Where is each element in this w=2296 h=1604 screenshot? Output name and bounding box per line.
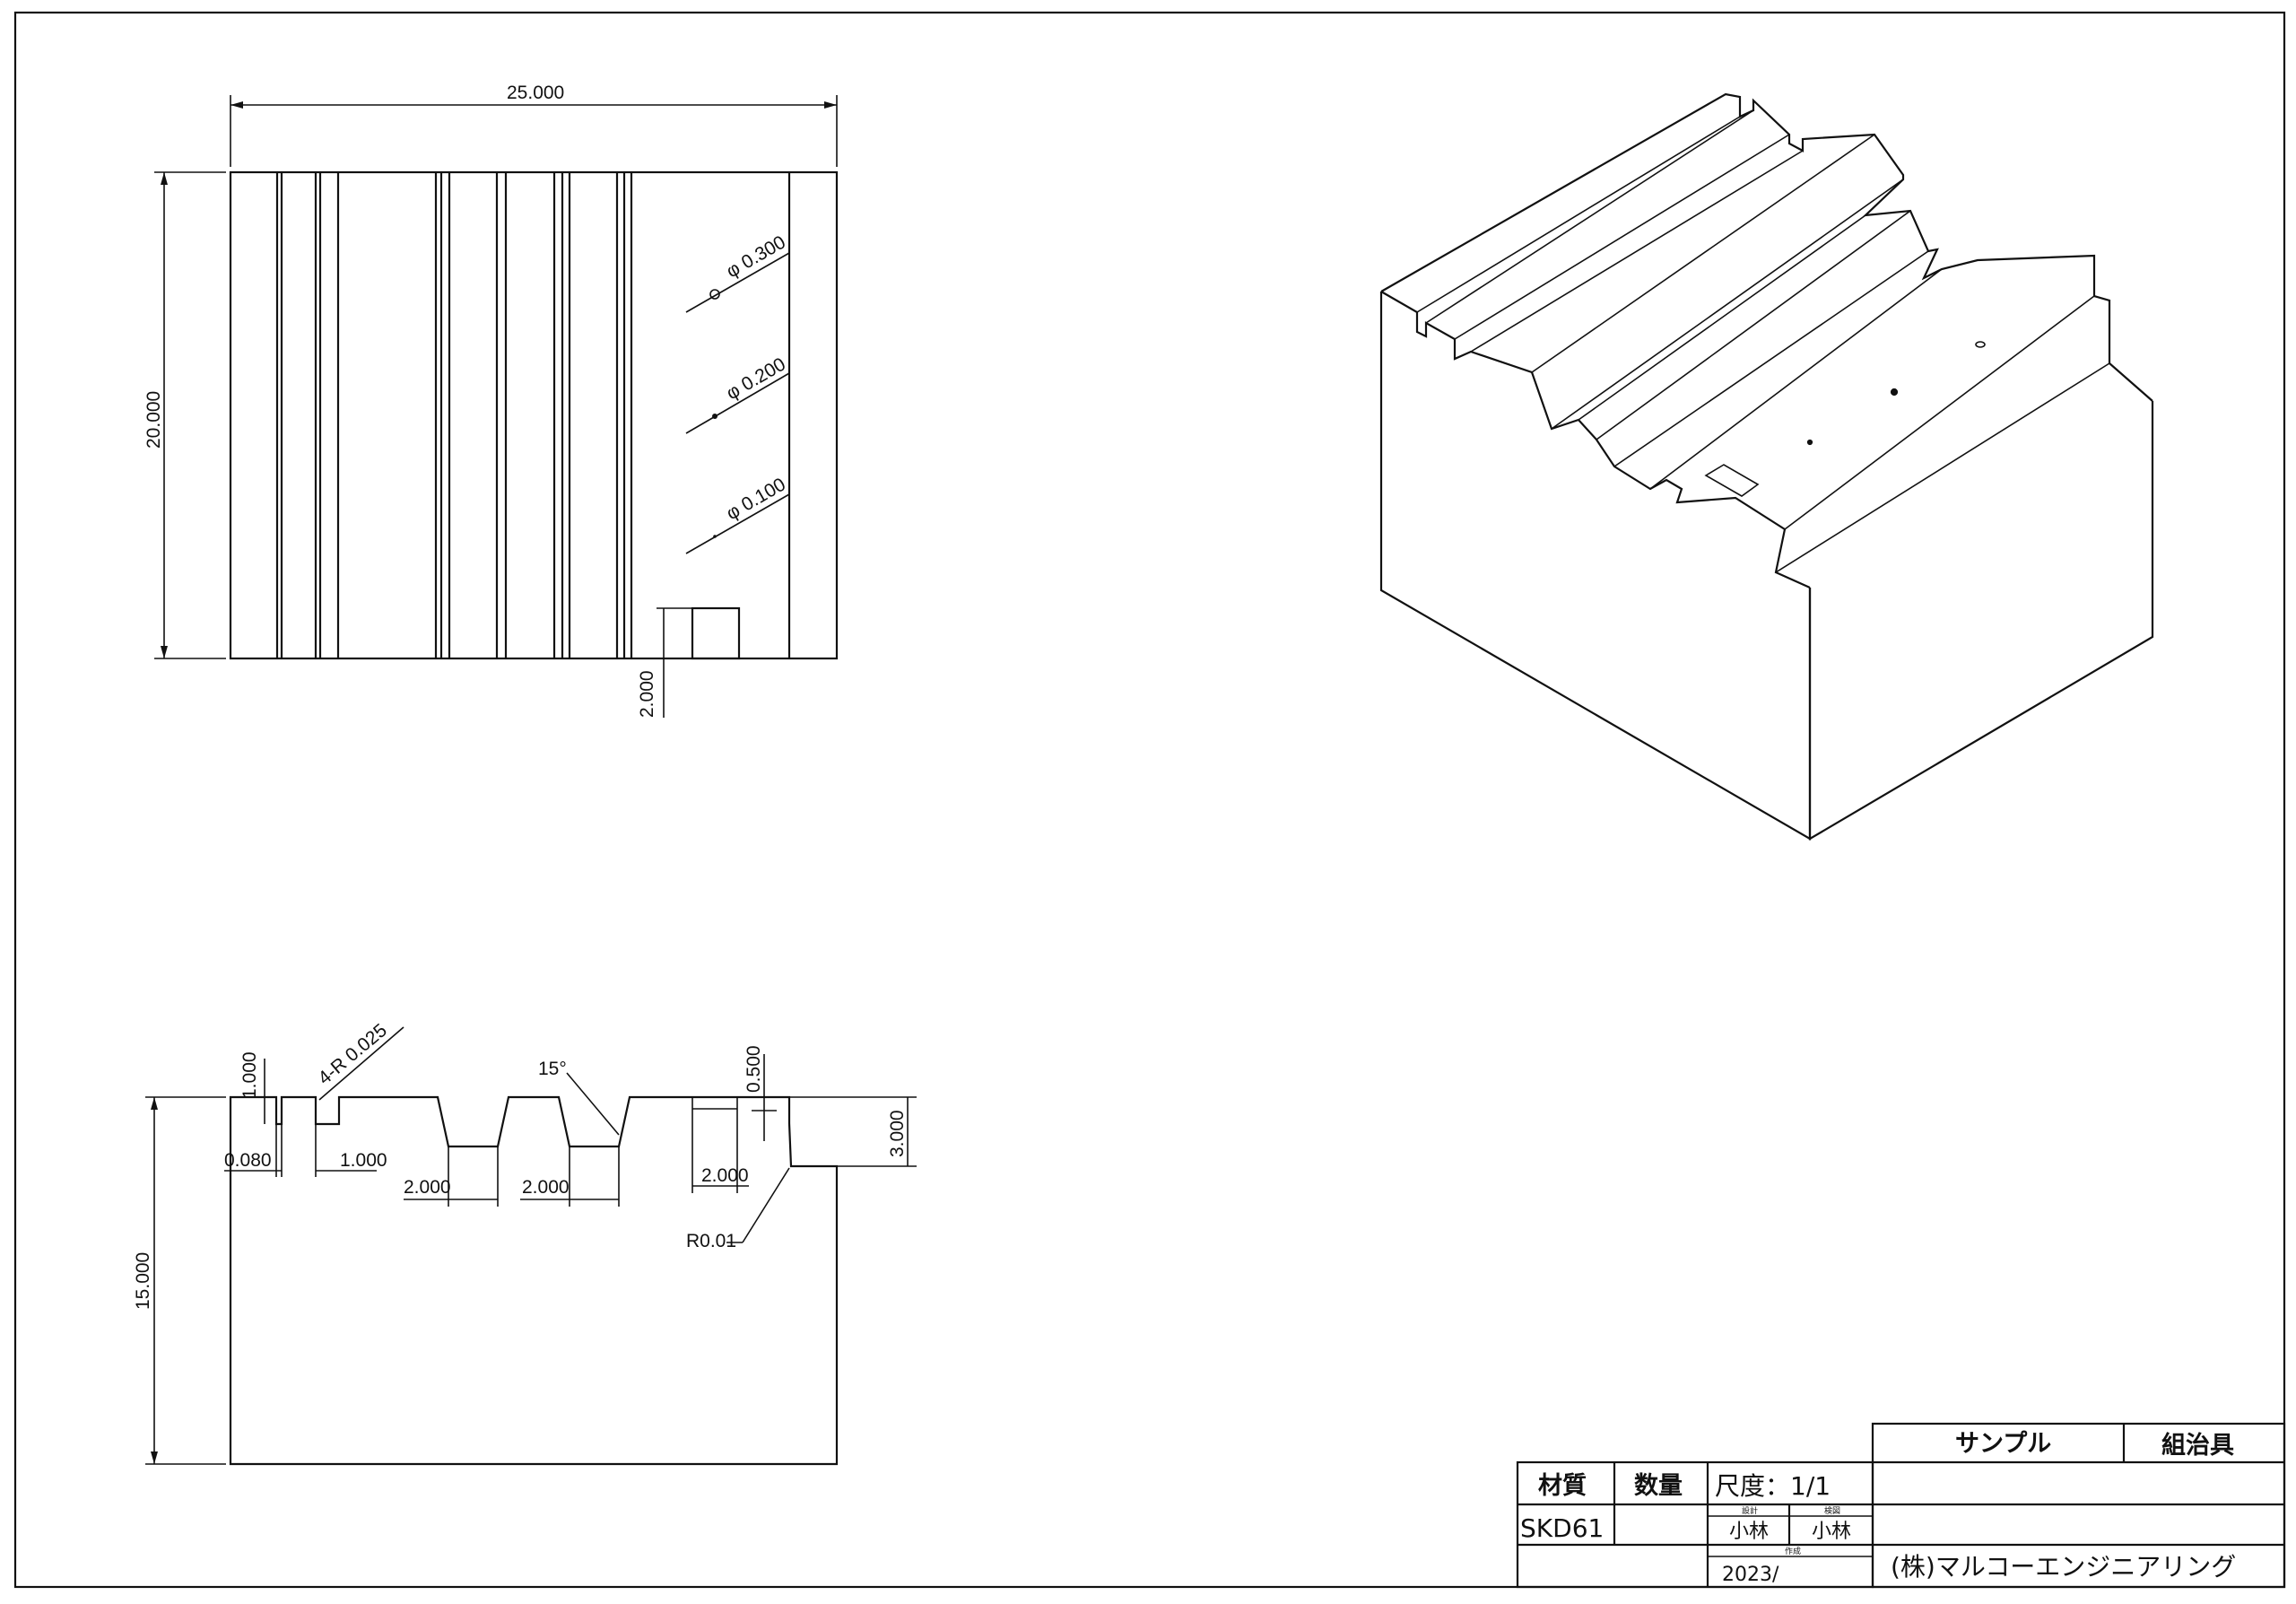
depth-1-dim: 1.000	[239, 1051, 260, 1099]
category-label: 組治具	[2161, 1431, 2234, 1460]
iso-left-face	[1379, 292, 1812, 841]
title-block: サンプル 組治具 材質 数量 尺度：1/1 SKD61 設計 検図 小林 小林 …	[1516, 1422, 2286, 1589]
offset-dim: 0.080	[224, 1150, 272, 1171]
material-label: 材質	[1538, 1472, 1587, 1500]
front-view-outline	[229, 1095, 839, 1466]
groove-lines	[275, 172, 791, 658]
fillet-dim: 4-R 0.025	[314, 1020, 390, 1089]
small-depth-dim: 0.500	[744, 1045, 764, 1093]
iso-hole-large	[1975, 341, 1986, 348]
hole-mid	[712, 414, 718, 419]
date-caption: 作成	[1785, 1546, 1801, 1556]
hole-large	[709, 289, 720, 300]
height-dim: 20.000	[144, 391, 164, 449]
width-dim: 25.000	[507, 83, 564, 103]
corner-radius-dim: R0.01	[686, 1231, 736, 1251]
height-arrow-top	[161, 172, 168, 185]
iso-hole-mid	[1890, 388, 1899, 397]
date-value: 2023/	[1722, 1564, 1779, 1586]
hole-small	[713, 535, 717, 538]
sheet-border	[13, 11, 2286, 1589]
checker-caption: 検図	[1824, 1505, 1840, 1516]
fillet-leader	[318, 1026, 404, 1101]
hole-large-leader	[685, 252, 790, 313]
v-bottom-2-dim: 2.000	[522, 1177, 570, 1198]
v-bottom-1-dim: 2.000	[404, 1177, 451, 1198]
iso-top-profile	[1380, 92, 2153, 402]
iso-pocket	[1704, 464, 1760, 497]
pocket-width-dim: 2.000	[701, 1165, 749, 1186]
hole-large-label: φ 0.300	[723, 231, 789, 282]
pocket	[691, 606, 741, 660]
front-view: 1.000 4-R 0.025 0.080 1.000 15° 2.000 2.…	[133, 1020, 917, 1466]
hole-small-label: φ 0.100	[723, 474, 789, 524]
product-name: サンプル	[1955, 1430, 2051, 1458]
top-view: 2.000 φ 0.300 φ 0.200 φ 0.100 25.000 20.…	[144, 83, 839, 718]
top-view-outline	[229, 170, 839, 660]
checker-name: 小林	[1812, 1521, 1851, 1543]
company-name: (株)マルコーエンジニアリング	[1891, 1552, 2236, 1582]
angle-dim: 15°	[538, 1059, 567, 1079]
total-height-dim: 15.000	[133, 1252, 153, 1310]
width-arrow-right	[824, 101, 837, 109]
slot-width-dim: 1.000	[340, 1150, 387, 1171]
height-arrow-bottom	[161, 646, 168, 658]
iso-front-profile	[1380, 291, 1811, 589]
angle-leader	[566, 1072, 620, 1136]
pocket-dim: 2.000	[637, 670, 657, 718]
radius-leader	[742, 1167, 790, 1243]
hole-mid-leader	[685, 372, 790, 434]
step-height-dim: 3.000	[887, 1110, 908, 1157]
iso-hole-small	[1806, 439, 1813, 446]
scale-label: 尺度：1/1	[1715, 1471, 1831, 1501]
width-arrow-left	[230, 101, 243, 109]
designer-caption: 設計	[1742, 1505, 1758, 1516]
quantity-label: 数量	[1634, 1472, 1683, 1500]
designer-name: 小林	[1729, 1521, 1769, 1543]
iso-right-face	[1808, 401, 2154, 841]
isometric-view	[1379, 92, 2154, 841]
total-arrow-top	[151, 1097, 158, 1110]
material-value: SKD61	[1520, 1513, 1604, 1543]
hole-small-leader	[685, 493, 790, 554]
total-arrow-bottom	[151, 1451, 158, 1464]
